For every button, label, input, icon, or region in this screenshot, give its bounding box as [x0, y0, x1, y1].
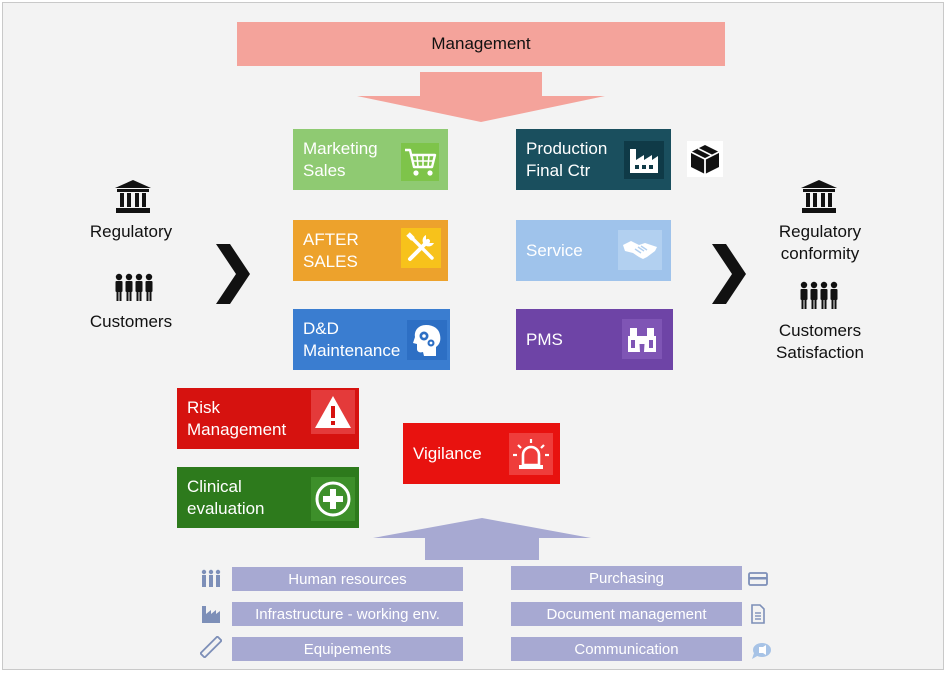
- shopping-cart-icon: [401, 143, 439, 181]
- equipments-label: Equipements: [303, 640, 392, 658]
- regulatory-bank-icon: [115, 180, 151, 213]
- box-icon: [687, 141, 723, 177]
- human-resources-label: Human resources: [288, 570, 407, 588]
- service-label: Service: [526, 240, 583, 260]
- output-chevron-icon: [712, 244, 746, 304]
- factory-icon: [624, 141, 664, 179]
- document-icon: [751, 604, 765, 624]
- equipment-ruler-icon: [200, 636, 222, 658]
- warning-icon: [311, 390, 355, 434]
- management-bar: Management: [237, 22, 725, 66]
- pms-label: PMS: [526, 329, 563, 349]
- regulatory-output-label: Regulatory conformity: [778, 222, 862, 263]
- alarm-light-icon: [509, 433, 553, 475]
- tools-icon: [401, 228, 441, 268]
- document-management-label: Document management: [546, 605, 707, 623]
- infrastructure-factory-icon: [202, 606, 220, 623]
- credit-card-icon: [748, 572, 768, 586]
- binoculars-icon: [622, 319, 662, 359]
- customers-people-icon: [115, 273, 153, 301]
- clinical-evaluation-label: Clinical evaluation: [187, 476, 265, 518]
- input-chevron-icon: [216, 244, 250, 304]
- customers-satisfaction-people-icon: [800, 281, 838, 309]
- after-sales-label: AFTER SALES: [303, 229, 359, 271]
- risk-management-label: Risk Management: [187, 397, 287, 439]
- handshake-icon: [618, 230, 662, 270]
- infrastructure-bar: Infrastructure - working env.: [232, 602, 463, 626]
- management-down-arrow: [357, 72, 605, 122]
- brain-gears-icon: [407, 320, 447, 360]
- communication-bar: Communication: [511, 637, 742, 661]
- regulatory-conformity-bank-icon: [801, 180, 837, 213]
- vigilance-label: Vigilance: [413, 443, 482, 463]
- medical-cross-icon: [311, 477, 355, 521]
- purchasing-label: Purchasing: [588, 569, 665, 587]
- communication-label: Communication: [574, 640, 679, 658]
- production-label: Production Final Ctr: [526, 138, 608, 180]
- speech-bubble-icon: [752, 643, 771, 659]
- human-resources-people-icon: [201, 569, 221, 587]
- document-management-bar: Document management: [511, 602, 742, 626]
- purchasing-bar: Purchasing: [511, 566, 742, 590]
- human-resources-bar: Human resources: [232, 567, 463, 591]
- resources-up-arrow: [373, 518, 591, 560]
- dd-maintenance-label: D&D Maintenance: [303, 318, 401, 360]
- customers-satisfaction-label: Customers Satisfaction: [776, 321, 864, 362]
- marketing-sales-label: Marketing Sales: [303, 138, 378, 180]
- infrastructure-label: Infrastructure - working env.: [255, 605, 440, 623]
- equipments-bar: Equipements: [232, 637, 463, 661]
- management-label: Management: [431, 34, 531, 53]
- customers-input-label: Customers: [89, 312, 173, 331]
- regulatory-input-label: Regulatory: [89, 222, 173, 241]
